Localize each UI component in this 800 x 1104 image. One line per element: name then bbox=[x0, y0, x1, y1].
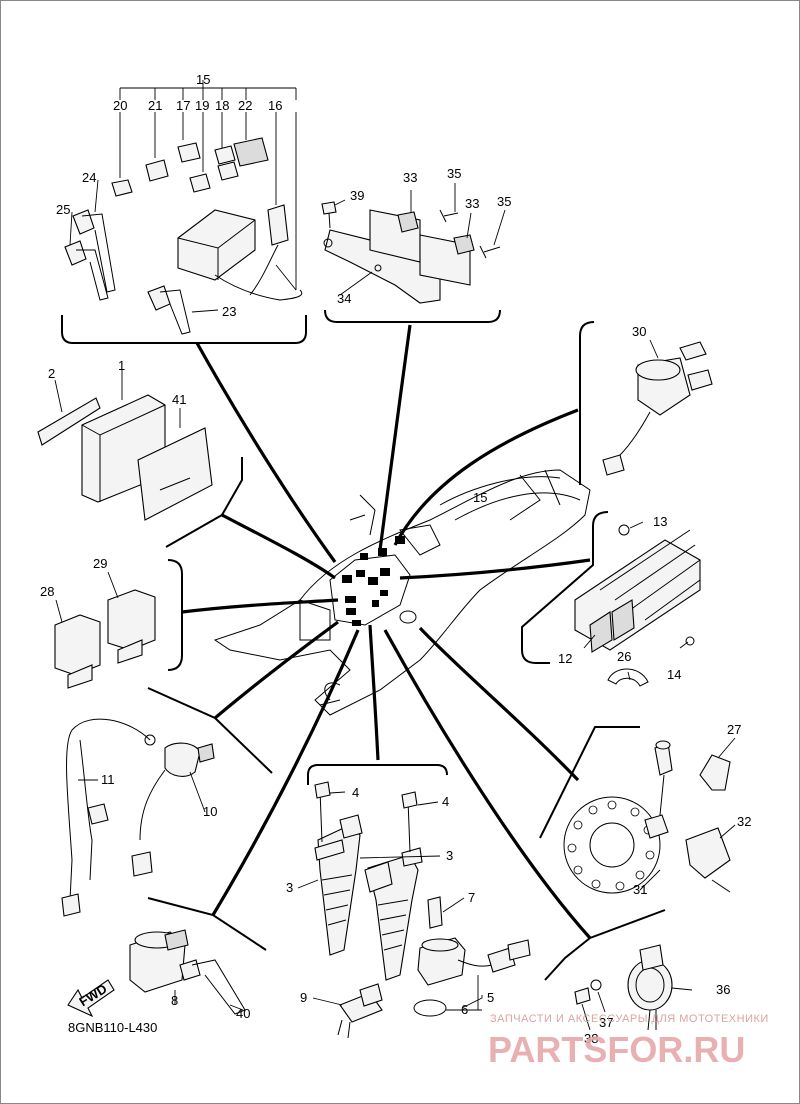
callout-22: 22 bbox=[238, 98, 252, 113]
callout-41: 41 bbox=[172, 392, 186, 407]
callout-7: 7 bbox=[468, 890, 475, 905]
callout-29: 29 bbox=[93, 556, 107, 571]
callout-23: 23 bbox=[222, 304, 236, 319]
callout-35a: 35 bbox=[447, 166, 461, 181]
callout-19: 19 bbox=[195, 98, 209, 113]
callout-4b: 4 bbox=[442, 794, 449, 809]
callout-4a: 4 bbox=[352, 785, 359, 800]
fuse-box-group bbox=[64, 80, 303, 335]
callout-27: 27 bbox=[727, 722, 741, 737]
callout-35b: 35 bbox=[497, 194, 511, 209]
watermark-tagline: ЗАПЧАСТИ И АКСЕССУАРЫ ДЛЯ МОТОТЕХНИКИ bbox=[490, 1013, 769, 1025]
main-switch-part bbox=[602, 339, 713, 476]
horn-part bbox=[574, 944, 693, 1031]
callout-9: 9 bbox=[300, 990, 307, 1005]
callout-14: 14 bbox=[667, 667, 681, 682]
callout-5: 5 bbox=[487, 990, 494, 1005]
callout-28: 28 bbox=[40, 584, 54, 599]
callout-21: 21 bbox=[148, 98, 162, 113]
watermark-logo: PARTSFOR.RU bbox=[488, 1029, 745, 1070]
callout-3a: 3 bbox=[446, 848, 453, 863]
speed-sensor-part bbox=[563, 737, 736, 894]
callout-31: 31 bbox=[633, 882, 647, 897]
diagram-code: 8GNB110-L430 bbox=[68, 1020, 157, 1035]
sensors-part bbox=[312, 896, 531, 1039]
callout-3b: 3 bbox=[286, 880, 293, 895]
ecu-part bbox=[37, 370, 213, 521]
callout-40: 40 bbox=[236, 1006, 250, 1021]
group-brackets bbox=[61, 309, 666, 981]
leader-rays bbox=[181, 324, 592, 940]
callout-30: 30 bbox=[632, 324, 646, 339]
callout-39: 39 bbox=[350, 188, 364, 203]
callout-8: 8 bbox=[171, 993, 178, 1008]
sensor-leads-part bbox=[61, 718, 215, 917]
callout-12: 12 bbox=[558, 651, 572, 666]
callout-16: 16 bbox=[268, 98, 282, 113]
callout-15-top: 15 bbox=[196, 72, 210, 87]
callout-11: 11 bbox=[101, 772, 115, 787]
oil-switch-part bbox=[129, 929, 246, 1015]
callout-6: 6 bbox=[461, 1002, 468, 1017]
callout-20: 20 bbox=[113, 98, 127, 113]
callout-18: 18 bbox=[215, 98, 229, 113]
callout-1: 1 bbox=[118, 358, 125, 373]
relay-bracket-group bbox=[321, 183, 506, 304]
rectifier-regulator-part bbox=[574, 521, 701, 687]
callout-24: 24 bbox=[82, 170, 96, 185]
callout-2: 2 bbox=[48, 366, 55, 381]
callout-17: 17 bbox=[176, 98, 190, 113]
fwd-arrow-icon bbox=[67, 979, 115, 1018]
callout-34: 34 bbox=[337, 291, 351, 306]
callout-15-mid: 15 bbox=[473, 490, 487, 505]
vehicle-body-outline bbox=[213, 469, 591, 716]
callout-10: 10 bbox=[203, 804, 217, 819]
callout-26: 26 bbox=[617, 649, 631, 664]
ignition-coils-part bbox=[297, 781, 441, 981]
relays-part bbox=[54, 571, 156, 689]
watermark: ЗАПЧАСТИ И АКСЕССУАРЫ ДЛЯ МОТОТЕХНИКИ PA… bbox=[488, 1013, 769, 1070]
callout-37: 37 bbox=[599, 1015, 613, 1030]
callout-33b: 33 bbox=[465, 196, 479, 211]
callout-32: 32 bbox=[737, 814, 751, 829]
callout-labels: 15 20 21 17 19 18 22 16 24 25 23 39 33 3… bbox=[40, 72, 751, 1046]
callout-33a: 33 bbox=[403, 170, 417, 185]
callout-13: 13 bbox=[653, 514, 667, 529]
callout-36: 36 bbox=[716, 982, 730, 997]
callout-38: 38 bbox=[584, 1031, 598, 1046]
callout-25: 25 bbox=[56, 202, 70, 217]
